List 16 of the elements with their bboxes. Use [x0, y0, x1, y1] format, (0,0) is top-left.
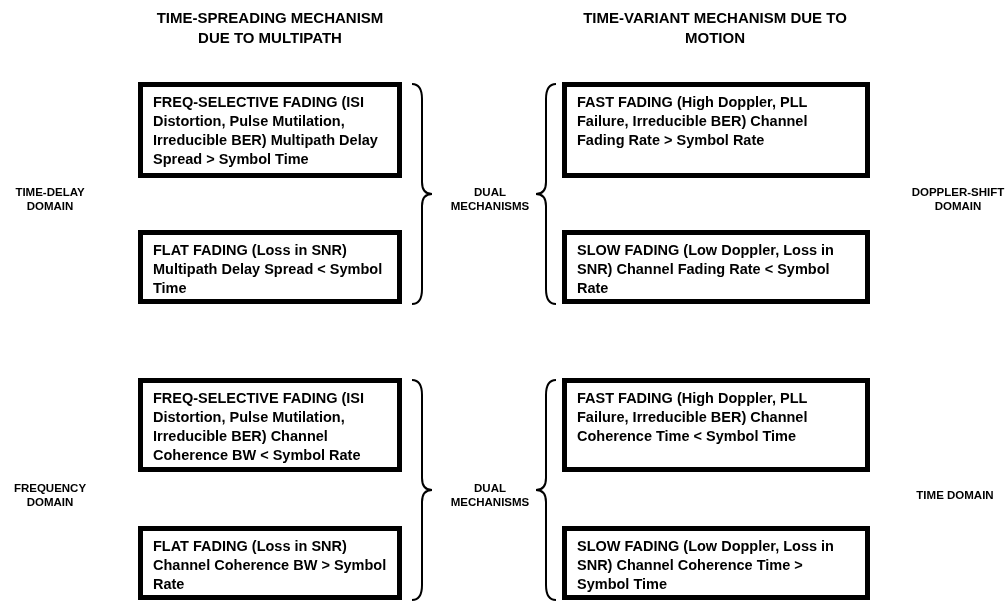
fading-box: FAST FADING (High Doppler, PLL Failure, Irreducible BER) Channel Fading Rate > Symbol Rate — [562, 82, 870, 178]
mechanism-label: DUAL MECHANISMS — [449, 481, 531, 509]
domain-label: TIME-DELAY DOMAIN — [14, 185, 86, 213]
fading-box: FLAT FADING (Loss in SNR) Multipath Delay Spread < Symbol Time — [138, 230, 402, 304]
fading-box: SLOW FADING (Low Doppler, Loss in SNR) Channel Coherence Time > Symbol Time — [562, 526, 870, 600]
fading-box: FAST FADING (High Doppler, PLL Failure, Irreducible BER) Channel Coherence Time < Symbol Time — [562, 378, 870, 472]
fading-box: SLOW FADING (Low Doppler, Loss in SNR) Channel Fading Rate < Symbol Rate — [562, 230, 870, 304]
domain-label: FREQUENCY DOMAIN — [12, 481, 88, 509]
fading-box: FREQ-SELECTIVE FADING (ISI Distortion, Pulse Mutilation, Irreducible BER) Multipath Delay Spread > Symbol Time — [138, 82, 402, 178]
fading-box: FLAT FADING (Loss in SNR) Channel Coherence BW > Symbol Rate — [138, 526, 402, 600]
mechanism-label: DUAL MECHANISMS — [449, 185, 531, 213]
fading-box: FREQ-SELECTIVE FADING (ISI Distortion, Pulse Mutilation, Irreducible BER) Channel Coherence BW < Symbol Rate — [138, 378, 402, 472]
domain-label: DOPPLER-SHIFT DOMAIN — [910, 185, 1006, 213]
column-heading: TIME-VARIANT MECHANISM DUE TO MOTION — [582, 8, 848, 48]
column-heading: TIME-SPREADING MECHANISM DUE TO MULTIPATH — [155, 8, 385, 48]
domain-label: TIME DOMAIN — [915, 488, 995, 502]
